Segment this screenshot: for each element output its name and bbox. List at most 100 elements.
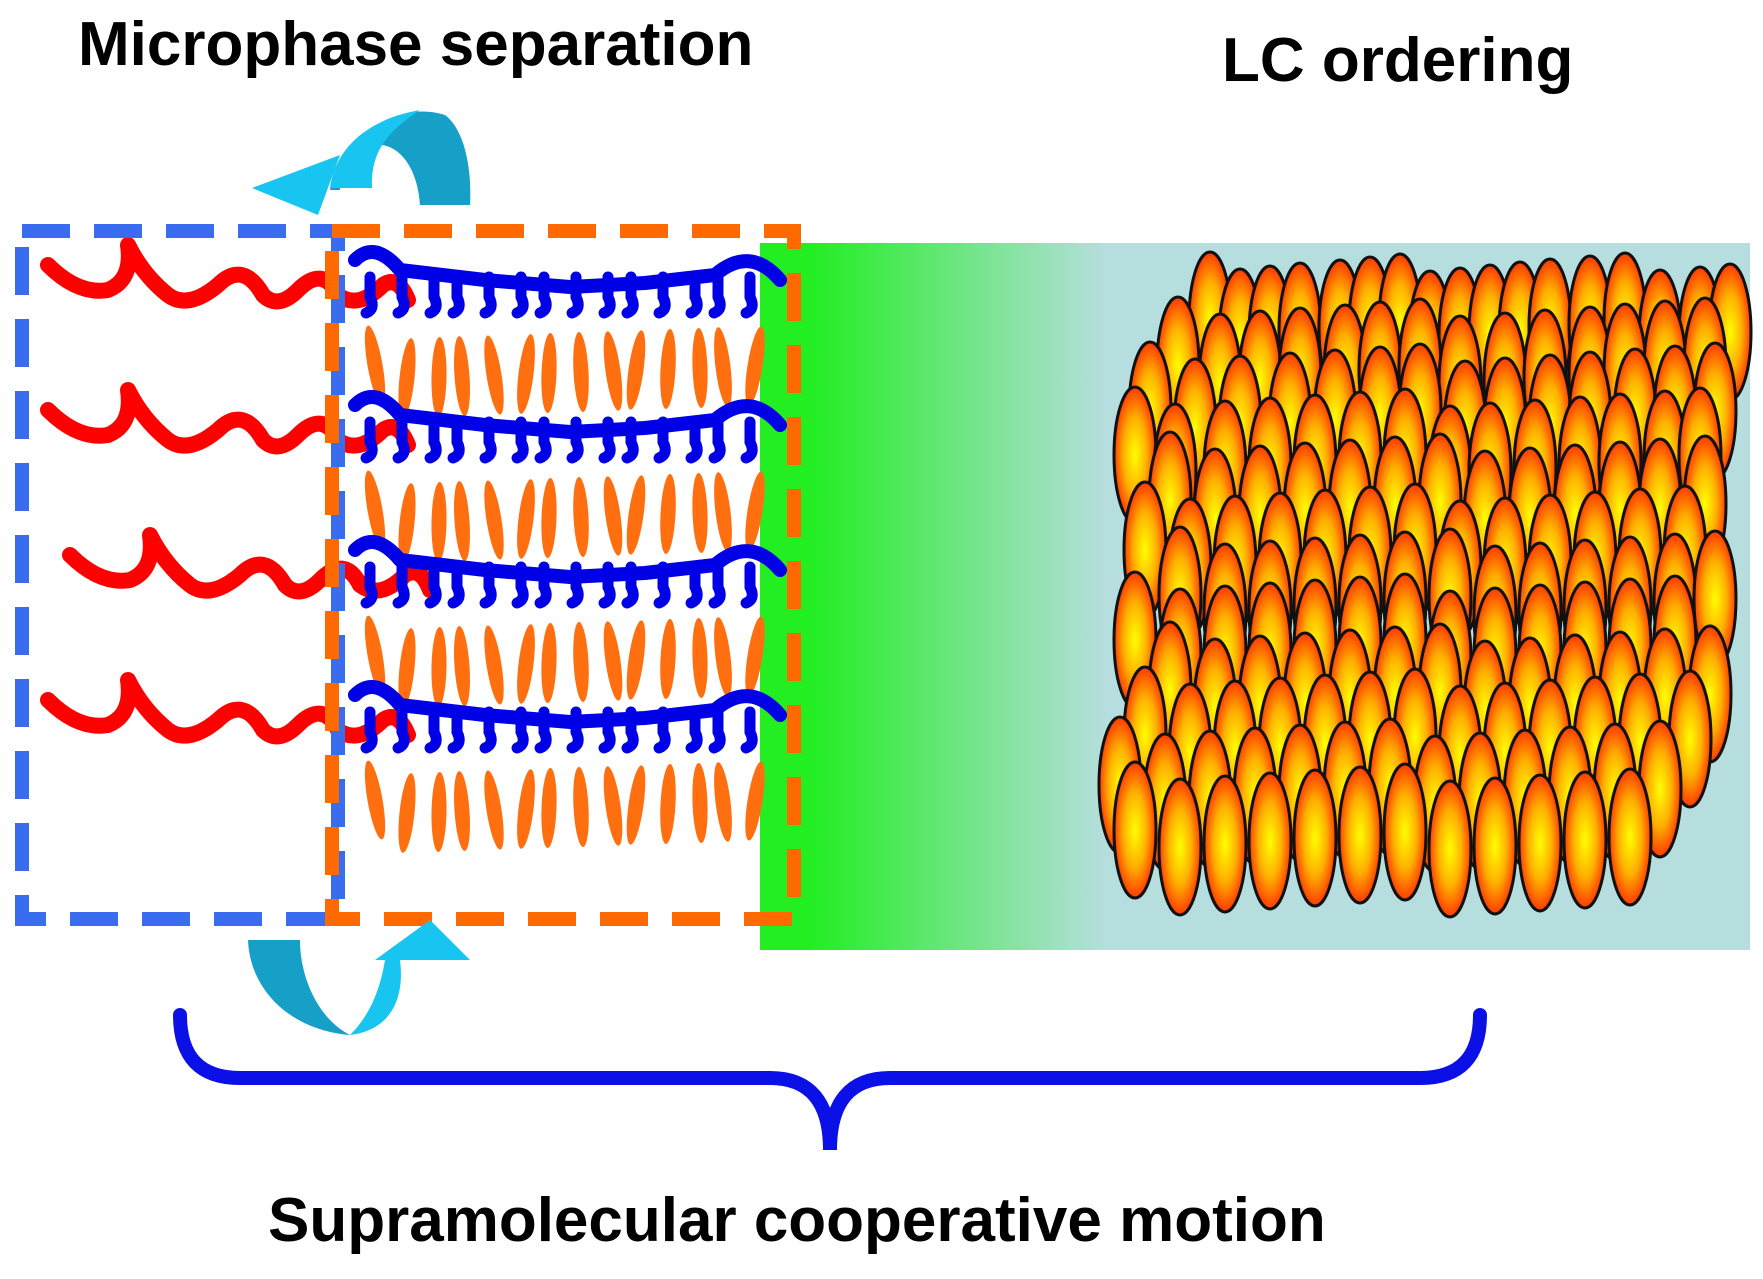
lc-mesogen-ellipse (1247, 771, 1293, 911)
top-cycle-arrow-icon (252, 110, 471, 215)
mesogen-rod (398, 338, 416, 418)
side-group-linker (621, 706, 639, 754)
mesogen-rod (431, 627, 447, 707)
side-group-linker (598, 271, 616, 319)
coil-chain (40, 382, 416, 455)
side-group-linker (360, 706, 378, 754)
mesogen-rod (692, 763, 708, 843)
mesogen-rod (517, 624, 535, 704)
lc-mesogen-ellipse (1607, 767, 1653, 907)
side-group-linker (392, 706, 410, 754)
lc-mesogen-ellipse (1382, 762, 1428, 902)
lc-mesogen-ellipse (1517, 773, 1563, 913)
side-group-linker (685, 706, 703, 754)
mesogen-rod (745, 616, 765, 696)
mesogen-rod (431, 482, 447, 562)
side-group-linker (511, 416, 529, 464)
mesogen-rod (484, 770, 504, 850)
side-group-linker (534, 271, 552, 319)
coil-group (40, 237, 438, 745)
mesogen-rod (573, 477, 589, 557)
side-group-linker (447, 416, 465, 464)
mesogen-rod (603, 331, 623, 411)
mesogen-rod (398, 773, 416, 853)
side-group-linker (392, 561, 410, 609)
mesogen-rod (454, 336, 470, 416)
side-group-linker (708, 561, 726, 609)
lc-mesogen-ellipse (1427, 779, 1473, 919)
mesogen-rod (398, 628, 416, 708)
mesogen-rod (364, 760, 386, 840)
side-group-linker (424, 561, 442, 609)
mesogen-rod (517, 334, 535, 414)
mesogen-rod (745, 471, 765, 551)
mesogen-rod (714, 762, 732, 842)
mesogen-rod (431, 772, 447, 852)
side-group-linker (621, 416, 639, 464)
side-group-linker (598, 706, 616, 754)
side-group-linker (653, 416, 671, 464)
mesogen-rod (714, 327, 732, 407)
side-group-linker (534, 561, 552, 609)
mesogen-rod (517, 769, 535, 849)
polymer-backbone (348, 680, 787, 729)
side-group-linker (534, 706, 552, 754)
side-group-linker (566, 271, 584, 319)
bottom-cycle-arrow-icon (248, 920, 470, 1035)
mesogen-rod (626, 765, 646, 845)
mesogen-rod (454, 771, 470, 851)
coil-chain (40, 237, 416, 310)
lc-mesogen-ellipse (1472, 776, 1518, 916)
side-group-linker (424, 706, 442, 754)
mesogen-rod (626, 620, 646, 700)
lc-ellipse-cluster (1097, 250, 1753, 919)
mesogen-rod (660, 474, 676, 554)
side-group-linker (534, 416, 552, 464)
side-group-linker (360, 271, 378, 319)
side-group-linker (447, 706, 465, 754)
side-group-linker (598, 416, 616, 464)
mesogen-rod (484, 335, 504, 415)
mesogen-rod (484, 625, 504, 705)
side-group-linker (740, 706, 758, 754)
mesogen-rod (541, 623, 557, 703)
side-group-linker (479, 561, 497, 609)
mesogen-rod (692, 328, 708, 408)
curly-brace (173, 1008, 1487, 1151)
mesogen-rod (745, 326, 765, 406)
mesogen-rod (660, 619, 676, 699)
side-group-linker (479, 706, 497, 754)
side-group-linker (511, 706, 529, 754)
side-group-linker (511, 561, 529, 609)
mesogen-rod (541, 333, 557, 413)
mesogen-rod (431, 337, 447, 417)
mesogen-rod (398, 483, 416, 563)
mesogen-rod (573, 332, 589, 412)
mesogen-rod (603, 476, 623, 556)
mesogen-rod (745, 761, 765, 841)
side-group-linker (566, 706, 584, 754)
side-group-linker (479, 271, 497, 319)
mesogen-rod (517, 479, 535, 559)
side-group-linker (653, 706, 671, 754)
lc-mesogen-ellipse (1202, 774, 1248, 914)
mesogen-rod (626, 330, 646, 410)
mesogen-rod (454, 626, 470, 706)
side-group-linker (685, 416, 703, 464)
side-group-linker (708, 271, 726, 319)
side-group-linker (566, 416, 584, 464)
mesogen-rod (364, 615, 386, 695)
side-group-linker (653, 561, 671, 609)
microphase-separation-title: Microphase separation (78, 10, 754, 79)
side-group-linker (392, 416, 410, 464)
backbone-group (348, 245, 787, 754)
mesogen-rod (714, 617, 732, 697)
mesogen-rod (573, 767, 589, 847)
side-group-linker (424, 271, 442, 319)
side-group-linker (360, 416, 378, 464)
side-group-linker (424, 416, 442, 464)
mesogen-rod (454, 481, 470, 561)
supramolecular-motion-caption: Supramolecular cooperative motion (268, 1186, 1326, 1255)
side-group-linker (479, 416, 497, 464)
